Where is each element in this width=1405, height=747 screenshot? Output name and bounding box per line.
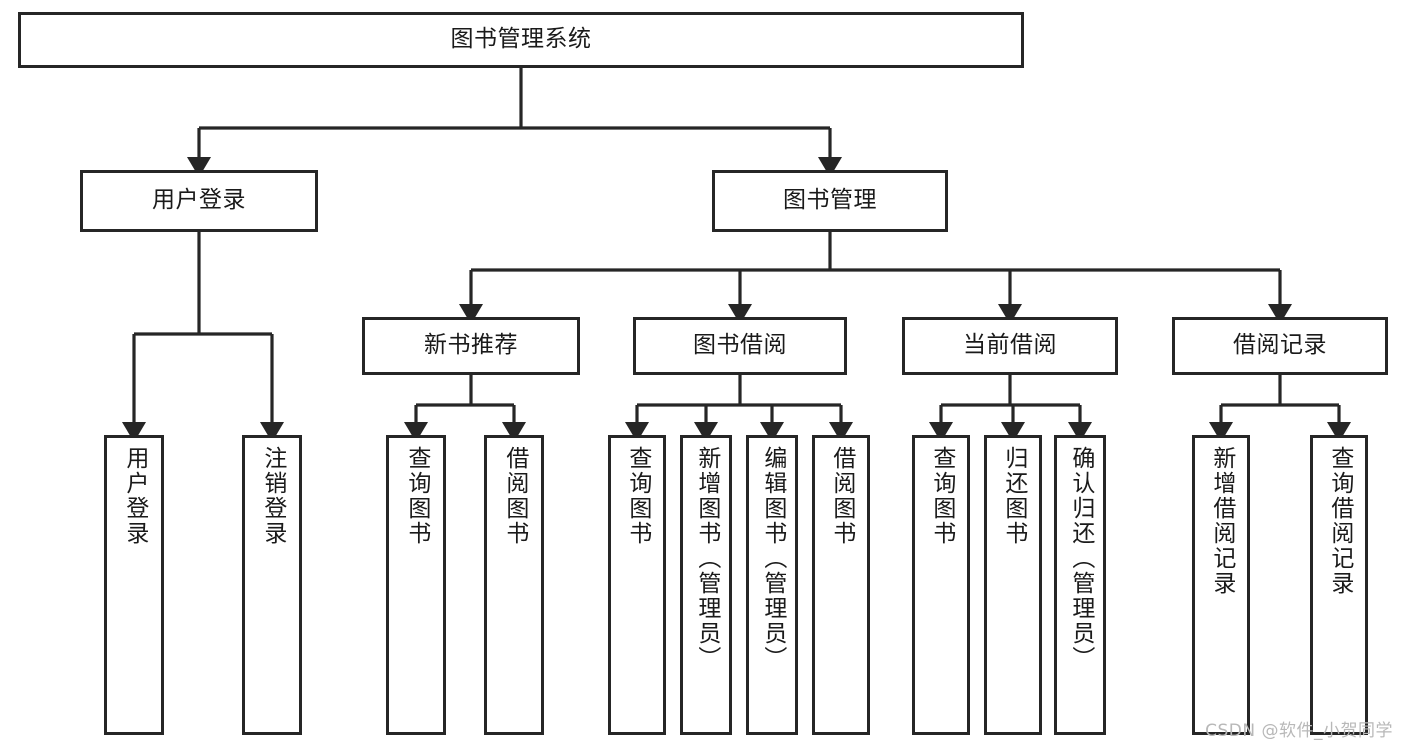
- node-label: 借阅图书: [828, 446, 855, 546]
- node-leaf-user-login[interactable]: 用户登录: [104, 435, 164, 735]
- node-book-borrow[interactable]: 图书借阅: [633, 317, 847, 375]
- node-label: 图书借阅: [693, 332, 787, 359]
- node-book-management[interactable]: 图书管理: [712, 170, 948, 232]
- node-label: 图书管理系统: [450, 26, 592, 53]
- node-label: 查询借阅记录: [1326, 446, 1353, 596]
- node-label: 查询图书: [624, 446, 651, 546]
- node-leaf-query-book-current[interactable]: 查询图书: [912, 435, 970, 735]
- node-label: 借阅记录: [1233, 332, 1327, 359]
- node-leaf-query-borrow-record[interactable]: 查询借阅记录: [1310, 435, 1368, 735]
- node-label: 用户登录: [121, 446, 148, 546]
- node-borrow-record[interactable]: 借阅记录: [1172, 317, 1388, 375]
- node-leaf-query-book-borrow[interactable]: 查询图书: [608, 435, 666, 735]
- node-label: 编辑图书（管理员）: [759, 446, 786, 671]
- node-label: 查询图书: [403, 446, 430, 546]
- node-label: 归还图书: [1000, 446, 1027, 546]
- node-leaf-add-book-admin[interactable]: 新增图书（管理员）: [680, 435, 732, 735]
- node-label: 借阅图书: [501, 446, 528, 546]
- node-label: 图书管理: [783, 187, 877, 214]
- node-leaf-logout[interactable]: 注销登录: [242, 435, 302, 735]
- node-leaf-borrow-book-recommend[interactable]: 借阅图书: [484, 435, 544, 735]
- node-root[interactable]: 图书管理系统: [18, 12, 1024, 68]
- node-leaf-confirm-return-admin[interactable]: 确认归还（管理员）: [1054, 435, 1106, 735]
- node-label: 查询图书: [928, 446, 955, 546]
- node-new-book-recommend[interactable]: 新书推荐: [362, 317, 580, 375]
- node-label: 确认归还（管理员）: [1067, 446, 1094, 671]
- node-leaf-add-borrow-record[interactable]: 新增借阅记录: [1192, 435, 1250, 735]
- node-user-login[interactable]: 用户登录: [80, 170, 318, 232]
- watermark-text: CSDN @软件_小贺同学: [1205, 721, 1393, 741]
- node-label: 用户登录: [152, 187, 246, 214]
- node-leaf-borrow-book[interactable]: 借阅图书: [812, 435, 870, 735]
- node-label: 新增借阅记录: [1208, 446, 1235, 596]
- node-leaf-query-book-recommend[interactable]: 查询图书: [386, 435, 446, 735]
- connector-lines: [121, 68, 1352, 443]
- node-leaf-edit-book-admin[interactable]: 编辑图书（管理员）: [746, 435, 798, 735]
- node-label: 新书推荐: [424, 332, 518, 359]
- node-current-borrow[interactable]: 当前借阅: [902, 317, 1118, 375]
- node-label: 注销登录: [259, 446, 286, 546]
- node-label: 当前借阅: [963, 332, 1057, 359]
- node-leaf-return-book[interactable]: 归还图书: [984, 435, 1042, 735]
- node-label: 新增图书（管理员）: [693, 446, 720, 671]
